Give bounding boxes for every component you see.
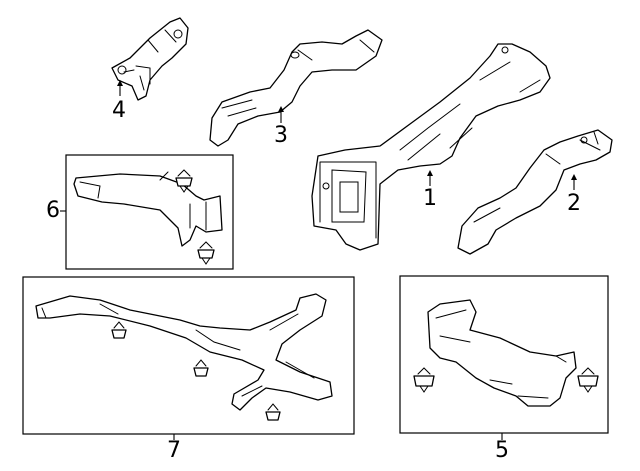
fastener-5a bbox=[413, 367, 435, 393]
part-7-duct bbox=[35, 293, 333, 421]
part-2-duct bbox=[457, 129, 613, 255]
part-4-bracket bbox=[111, 17, 189, 101]
part-3-duct bbox=[209, 29, 383, 147]
part-5-duct bbox=[413, 299, 599, 407]
fastener-7a bbox=[111, 321, 127, 339]
callout-2: 2 bbox=[567, 191, 581, 216]
frame-part-7 bbox=[22, 276, 355, 435]
fastener-5b bbox=[577, 367, 599, 393]
part-6-duct bbox=[73, 169, 223, 265]
fastener-7c bbox=[265, 403, 281, 421]
fastener-7b bbox=[193, 359, 209, 377]
frame-part-6 bbox=[65, 154, 234, 270]
fastener-6b bbox=[197, 241, 215, 265]
callout-4: 4 bbox=[112, 98, 126, 123]
part-1-main-duct bbox=[311, 43, 551, 251]
leader-lines bbox=[60, 80, 577, 440]
callout-7: 7 bbox=[167, 438, 181, 463]
callout-5: 5 bbox=[495, 438, 509, 463]
callout-6: 6 bbox=[46, 198, 60, 223]
fastener-6a bbox=[175, 169, 193, 193]
callout-3: 3 bbox=[274, 123, 288, 148]
frame-part-5 bbox=[399, 275, 609, 434]
callout-1: 1 bbox=[423, 186, 437, 211]
